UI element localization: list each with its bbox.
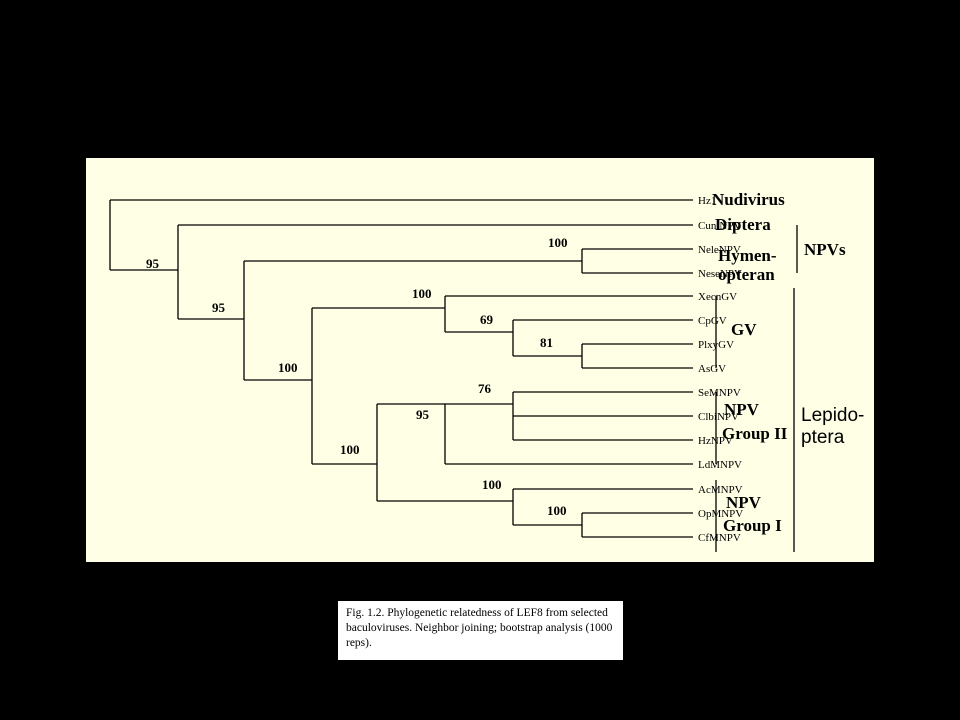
leaf-label: SeMNPV [698,387,741,399]
group-label-npv-group1: Group I [723,516,782,535]
leaf-label: ClbiNPV [698,411,739,423]
tree-branches [109,199,693,538]
leaf-label: AcMNPV [698,484,743,496]
bootstrap-value: 100 [547,503,567,518]
branch-root [109,199,693,271]
leaf-label: CfMNPV [698,532,741,544]
bootstrap-value: 100 [278,360,298,375]
bootstrap-values: 95 95 100 100 100 69 81 100 95 76 100 10… [146,235,568,518]
leaf-label: CuniNPV [698,220,741,232]
group-label-hymenopteran: opteran [718,265,775,284]
branch-n100f [581,512,693,538]
bootstrap-value: 69 [480,312,494,327]
branch-gv [312,295,693,333]
branch-n100c [244,308,313,464]
group-label-lepidoptera: Lepido- [801,405,864,426]
bootstrap-value: 95 [212,300,226,315]
group-label-diptera: Diptera [715,215,771,234]
tree-figure: Hz1 CuniNPV NeleNPV NeseNPV XecnGV CpGV … [86,158,874,562]
bootstrap-value: 95 [416,407,430,422]
leaf-labels: Hz1 CuniNPV NeleNPV NeseNPV XecnGV CpGV … [698,195,743,544]
leaf-label: AsGV [698,363,726,375]
group-label-npv-group1: NPV [726,493,762,512]
group-label-nudivirus: Nudivirus [712,190,785,209]
group-label-hymenopteran: Hymen- [718,246,777,265]
bootstrap-value: 100 [412,286,432,301]
group-labels: Nudivirus Diptera Hymen- opteran NPVs GV… [712,190,864,535]
bootstrap-value: 81 [540,335,553,350]
group-label-gv: GV [731,320,757,339]
figure-caption: Fig. 1.2. Phylogenetic relatedness of LE… [338,601,623,660]
leaf-label: XecnGV [698,291,737,303]
branch-n69 [512,319,693,357]
bootstrap-value: 100 [482,477,502,492]
group-label-npv-group2: Group II [722,424,788,443]
group-label-lepidoptera: ptera [801,427,845,448]
leaf-label: HzNPV [698,435,733,447]
group-label-npv-group2: NPV [724,400,760,419]
leaf-label: Hz1 [698,195,716,207]
branch-n100d [312,404,378,501]
bootstrap-value: 100 [548,235,568,250]
branch-n76 [445,391,693,441]
bootstrap-value: 76 [478,381,492,396]
branch-grp1 [377,488,693,526]
bootstrap-value: 95 [146,256,160,271]
bootstrap-value: 100 [340,442,360,457]
branch-n81 [581,343,693,369]
leaf-label: OpMNPV [698,508,743,520]
branch-hymen [312,248,693,274]
leaf-label: NeseNPV [698,268,742,280]
leaf-label: NeleNPV [698,244,741,256]
branch-n95b [243,260,312,380]
leaf-label: LdMNPV [698,459,742,471]
leaf-label: CpGV [698,315,727,327]
group-label-npvs: NPVs [804,240,846,259]
group-brackets [715,225,798,552]
branch-n95a [177,224,693,320]
branch-n95c [377,403,693,465]
phylogenetic-tree: Hz1 CuniNPV NeleNPV NeseNPV XecnGV CpGV … [109,190,864,552]
leaf-label: PlxyGV [698,339,734,351]
